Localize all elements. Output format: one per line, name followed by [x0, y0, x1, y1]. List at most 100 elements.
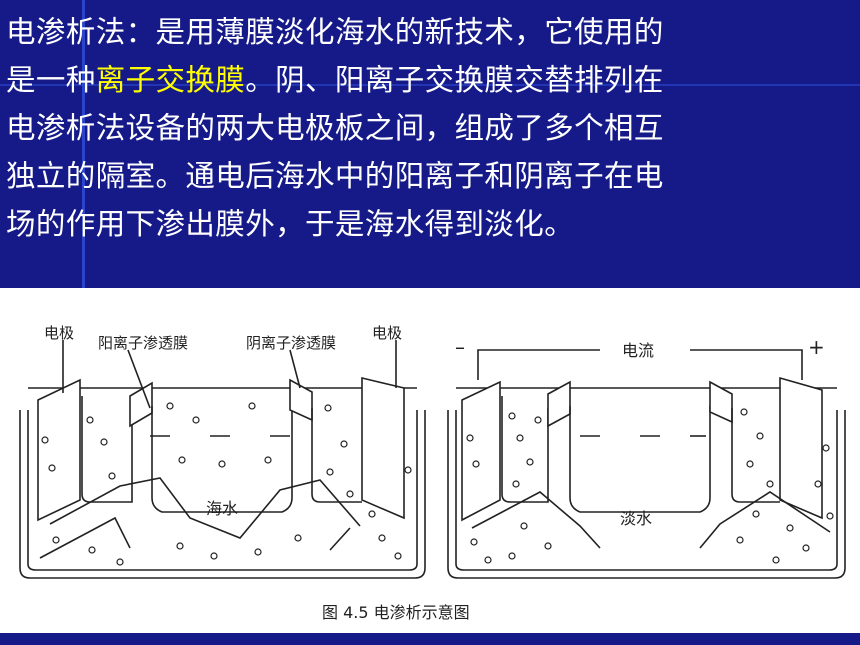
paragraph-line-2: 是一种离子交换膜。阴、阳离子交换膜交替排列在: [6, 56, 856, 104]
paragraph-line-5: 场的作用下渗出膜外，于是海水得到淡化。: [6, 207, 575, 241]
ion: [178, 456, 186, 464]
ion: [516, 434, 524, 442]
right-cell-right-compartment: [731, 408, 780, 503]
ion: [264, 456, 272, 464]
ion: [520, 522, 528, 530]
ion: [294, 534, 302, 542]
ion: [512, 480, 520, 488]
right-cell-central-compartment: [569, 406, 711, 513]
right-tank-outer: [447, 410, 846, 579]
ion: [326, 468, 334, 476]
left-compartment-wall: [81, 396, 133, 503]
left-tank-inner: [27, 410, 418, 571]
paragraph-line-4: 独立的隔室。通电后海水中的阳离子和阴离子在电: [6, 159, 664, 193]
ion: [368, 510, 376, 518]
electrodialysis-diagram: 电极 阳离子渗透膜 阴离子渗透膜 电极 – 电流 + 海水 淡水 图 4.5 电…: [19, 324, 846, 622]
ion: [472, 460, 480, 468]
ion: [346, 490, 354, 498]
ion: [746, 460, 754, 468]
anion-membrane-leader: [289, 349, 301, 389]
ion: [41, 436, 49, 444]
paragraph-line-2-end: 。阴、阳离子交换膜交替排列在: [245, 63, 664, 97]
ion: [526, 458, 534, 466]
ion: [786, 524, 794, 532]
ion: [508, 552, 516, 560]
right-ions: [466, 408, 834, 564]
left-inner-baffles: [49, 477, 361, 539]
ion: [166, 402, 174, 410]
ion: [218, 460, 226, 468]
seawater-label: 海水: [206, 499, 238, 518]
left-electrode-plate: [37, 378, 81, 522]
ion: [484, 556, 492, 564]
ion: [736, 536, 744, 544]
ion: [100, 438, 108, 446]
paragraph-line-1: 电渗析法：是用薄膜淡化海水的新技术，它使用的: [6, 15, 664, 49]
ion: [404, 466, 412, 474]
left-electrode-label: 电极: [44, 324, 74, 342]
right-apparatus: [447, 349, 846, 579]
right-electrode-label: 电极: [372, 324, 402, 342]
right-cell-left-electrode: [461, 380, 501, 522]
right-cell-right-electrode: [779, 376, 823, 520]
left-lower-baffles: [39, 516, 351, 559]
paragraph-line-3: 电渗析法设备的两大电极板之间，组成了多个相互: [6, 111, 664, 145]
current-label: 电流: [622, 341, 654, 360]
right-compartment-wall: [311, 408, 362, 503]
cation-membrane-label: 阳离子渗透膜: [98, 334, 188, 352]
cation-membrane-leader: [127, 349, 151, 409]
ion: [340, 440, 348, 448]
ion: [508, 412, 516, 420]
ion: [48, 464, 56, 472]
right-cell-left-compartment: [501, 396, 549, 503]
figure-caption: 图 4.5 电渗析示意图: [322, 603, 470, 622]
right-electrode-plate-left-cell: [361, 376, 405, 520]
ion: [740, 408, 748, 416]
ion: [248, 402, 256, 410]
ion: [52, 536, 60, 544]
ion: [192, 416, 200, 424]
ion: [802, 544, 810, 552]
left-ions: [41, 402, 412, 566]
right-inner-baffles: [471, 491, 831, 549]
freshwater-label: 淡水: [620, 509, 652, 528]
ion: [254, 548, 262, 556]
left-tank-outer: [19, 410, 426, 579]
ion: [378, 534, 386, 542]
ion: [534, 416, 542, 424]
ion: [88, 546, 96, 554]
electrodialysis-figure: 电极 阳离子渗透膜 阴离子渗透膜 电极 – 电流 + 海水 淡水 图 4.5 电…: [0, 288, 860, 633]
ion: [772, 556, 780, 564]
plus-sign: +: [808, 335, 825, 359]
anion-membrane-top: [289, 378, 313, 422]
ion: [394, 552, 402, 560]
minus-sign: –: [455, 335, 465, 359]
left-apparatus: [19, 340, 426, 579]
ion: [466, 434, 474, 442]
ion: [324, 404, 332, 412]
ion: [176, 542, 184, 550]
ion: [470, 538, 478, 546]
current-wire-right: [690, 349, 803, 380]
decorative-horizontal-line: [0, 84, 860, 86]
ion: [826, 512, 834, 520]
current-wire-left: [477, 349, 600, 380]
ion: [544, 542, 552, 550]
ion: [766, 480, 774, 488]
ion: [752, 510, 760, 518]
highlight-ion-exchange-membrane: 离子交换膜: [95, 63, 246, 97]
bottom-band: [0, 633, 860, 645]
ion: [108, 472, 116, 480]
anion-membrane-label: 阴离子渗透膜: [246, 334, 336, 352]
ion: [822, 444, 830, 452]
right-tank-inner: [455, 410, 838, 571]
ion: [814, 480, 822, 488]
decorative-vertical-line: [82, 0, 85, 300]
ion: [210, 552, 218, 560]
ion: [756, 432, 764, 440]
ion: [116, 558, 124, 566]
paragraph-line-2-start: 是一种: [6, 63, 96, 97]
slide-paragraph: 电渗析法：是用薄膜淡化海水的新技术，它使用的 是一种离子交换膜。阴、阳离子交换膜…: [6, 8, 856, 248]
central-compartment: [151, 406, 293, 513]
